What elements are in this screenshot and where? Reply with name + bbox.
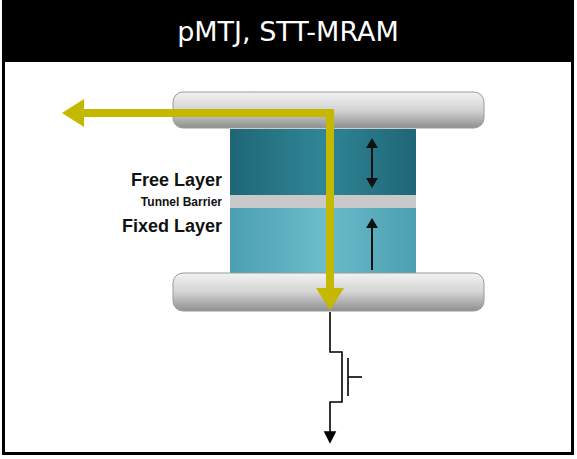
- tunnel-barrier: [230, 195, 416, 208]
- current-arrow: [62, 99, 344, 310]
- free-layer: [230, 129, 416, 195]
- layer-label: Tunnel Barrier: [141, 195, 222, 209]
- fixed-magnetization-arrow: [366, 218, 378, 270]
- layer-label: Free Layer: [131, 170, 222, 191]
- access-transistor: [325, 312, 362, 442]
- layer-label: Fixed Layer: [122, 216, 222, 237]
- free-magnetization-arrow: [366, 138, 378, 188]
- title-text: pMTJ, STT-MRAM: [177, 16, 399, 47]
- title-bar: pMTJ, STT-MRAM: [2, 0, 574, 62]
- fixed-layer: [230, 208, 416, 273]
